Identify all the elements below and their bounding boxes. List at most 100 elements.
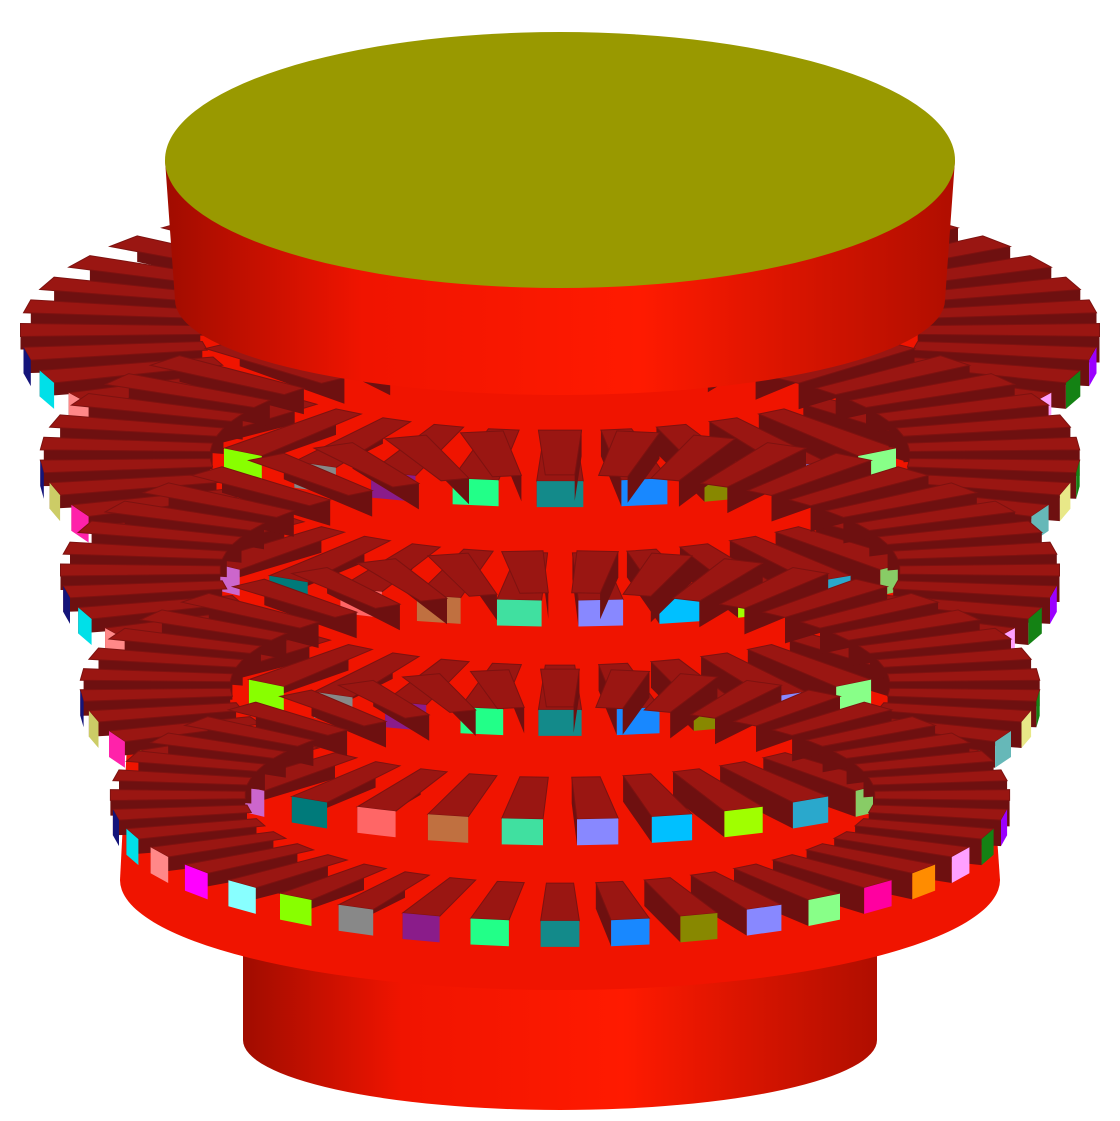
fin-end-face xyxy=(49,482,61,522)
fin-top xyxy=(699,442,808,488)
fin-top xyxy=(824,482,979,518)
fin-top xyxy=(336,679,431,719)
fin xyxy=(336,679,431,741)
fin-end-face xyxy=(80,689,84,728)
fin xyxy=(689,679,784,745)
fin xyxy=(540,668,580,733)
fin-end-face xyxy=(680,913,718,943)
fin-end-face xyxy=(150,847,169,883)
fin xyxy=(732,863,842,926)
cylinder-top xyxy=(165,32,955,395)
fin-side xyxy=(644,880,681,943)
fin xyxy=(180,592,321,648)
fin-top xyxy=(60,563,221,577)
fin xyxy=(699,442,808,514)
fin-end-face xyxy=(88,710,99,748)
fin-end-face xyxy=(808,893,840,926)
fin xyxy=(426,773,498,843)
fin-top xyxy=(103,373,272,409)
fin-side xyxy=(622,671,650,735)
fin-top xyxy=(877,520,1044,546)
fin-top xyxy=(876,647,1033,668)
fin-top xyxy=(848,373,1017,409)
fin-top xyxy=(247,452,374,497)
fin xyxy=(571,776,620,846)
fin-end-face xyxy=(184,864,208,900)
fin xyxy=(597,430,661,503)
fin xyxy=(671,558,765,628)
fin-end-face xyxy=(540,920,580,947)
fin-top xyxy=(189,466,332,507)
fin xyxy=(718,761,830,829)
fin-top xyxy=(500,550,549,594)
fin xyxy=(500,776,549,846)
fin-top xyxy=(906,436,1081,453)
fin-side xyxy=(627,432,660,503)
fin-top xyxy=(761,578,890,618)
fin xyxy=(469,880,525,947)
fin xyxy=(671,768,765,838)
fin-end-face xyxy=(792,796,829,829)
fin-top xyxy=(230,578,359,618)
fin-top xyxy=(671,558,765,602)
top-cap xyxy=(165,32,955,288)
fin-top xyxy=(853,750,995,772)
fin-top xyxy=(746,452,873,497)
fin-top xyxy=(459,430,523,478)
fin-side xyxy=(690,875,747,936)
fin-top xyxy=(290,566,402,609)
fin-top xyxy=(832,609,982,641)
fin xyxy=(622,773,694,843)
fin-top xyxy=(892,541,1058,560)
fin-top xyxy=(854,500,1017,532)
fin xyxy=(336,871,431,936)
fin-top xyxy=(540,668,580,708)
fin-end-face xyxy=(1065,370,1081,409)
fin-top xyxy=(540,882,580,922)
fin-top xyxy=(718,566,830,609)
fin-top xyxy=(112,769,253,786)
fin-top xyxy=(138,609,288,641)
fin-top xyxy=(814,355,972,396)
fin-end-face xyxy=(1050,585,1057,624)
fin-top xyxy=(857,627,1013,654)
fin-end-face xyxy=(112,809,119,847)
fin-end-face xyxy=(912,864,936,900)
fin xyxy=(643,877,719,943)
fin-side xyxy=(573,669,580,733)
fin-top xyxy=(832,732,971,759)
fin xyxy=(459,430,523,502)
fin-top xyxy=(426,552,498,597)
fin-side xyxy=(720,765,793,829)
fin-top xyxy=(79,668,234,683)
fin xyxy=(401,673,477,736)
fin-end-face xyxy=(63,585,70,624)
fin-top xyxy=(107,627,263,654)
fin-end-face xyxy=(280,893,312,926)
fin-end-face xyxy=(1076,460,1080,499)
fin-side xyxy=(595,882,612,947)
fin-end-face xyxy=(291,796,328,829)
fin xyxy=(595,880,651,947)
fin-top xyxy=(799,592,940,629)
fin-top xyxy=(69,392,245,422)
fin-top xyxy=(141,482,296,518)
fin-top xyxy=(312,442,421,488)
fin-top xyxy=(278,689,388,727)
fin xyxy=(183,716,316,767)
fin-top xyxy=(39,436,214,453)
fin-top xyxy=(788,466,931,507)
fin xyxy=(290,761,402,829)
fin-end-face xyxy=(228,880,256,914)
fin xyxy=(595,669,651,735)
fin-top xyxy=(383,434,471,482)
fin-end-face xyxy=(995,731,1011,768)
fin-end-face xyxy=(536,481,584,508)
fin-top xyxy=(125,750,267,772)
fin-top xyxy=(469,669,525,710)
fin-end-face xyxy=(338,904,374,936)
fin-top xyxy=(183,716,316,747)
fin-end-face xyxy=(577,818,619,846)
fin xyxy=(426,552,498,621)
fin xyxy=(48,473,225,522)
